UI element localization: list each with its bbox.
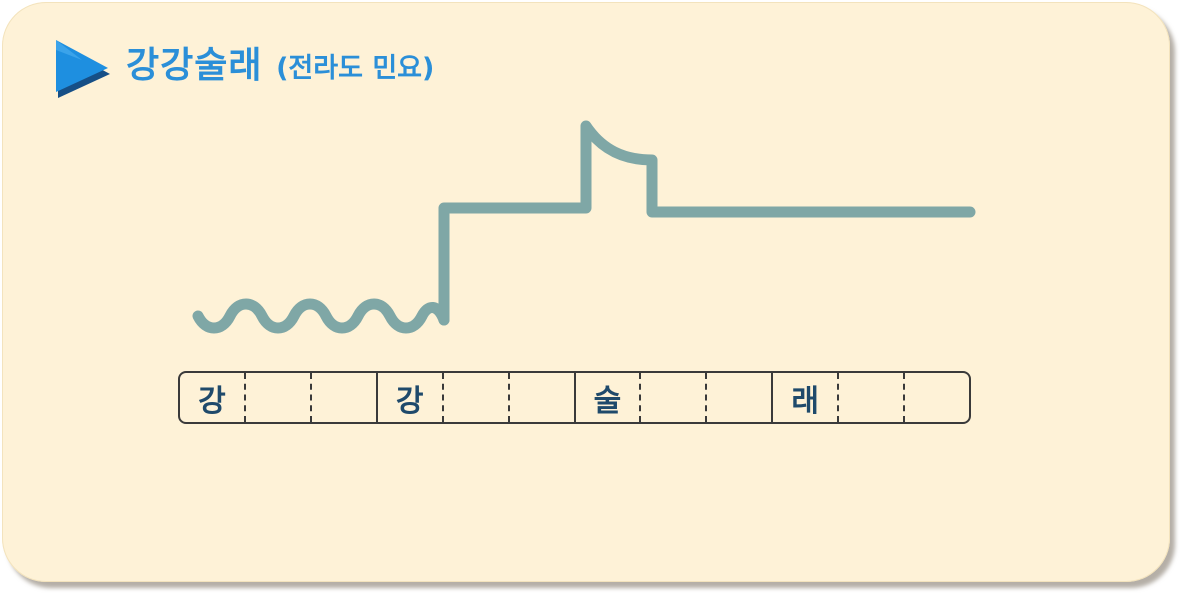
beat-cell: 강 bbox=[180, 373, 244, 422]
beat-cell bbox=[243, 373, 310, 422]
beat-cell bbox=[441, 373, 508, 422]
syllable-label: 술 bbox=[593, 383, 622, 419]
beat-group: 래 bbox=[771, 373, 969, 422]
syllable-label: 래 bbox=[791, 383, 820, 419]
song-origin: (전라도 민요) bbox=[276, 53, 435, 84]
beat-group: 강 bbox=[375, 373, 574, 422]
beat-group: 강 bbox=[180, 373, 376, 422]
play-triangle-icon bbox=[56, 40, 110, 98]
beat-cell bbox=[903, 373, 969, 422]
syllable-label: 강 bbox=[395, 383, 424, 419]
beat-cell: 술 bbox=[576, 373, 640, 422]
beat-group: 술 bbox=[573, 373, 772, 422]
beat-cell bbox=[507, 373, 574, 422]
beat-grid: 강 강 술 래 bbox=[178, 371, 971, 424]
beat-cell bbox=[837, 373, 903, 422]
page-title: 강강술래 (전라도 민요) bbox=[126, 36, 434, 96]
beat-cell: 강 bbox=[378, 373, 442, 422]
beat-cell bbox=[705, 373, 771, 422]
song-title: 강강술래 bbox=[126, 45, 263, 86]
melody-wavy-segment bbox=[192, 298, 450, 334]
beat-cell: 래 bbox=[773, 373, 837, 422]
melody-step-segment bbox=[438, 120, 976, 326]
beat-cell bbox=[309, 373, 376, 422]
syllable-label: 강 bbox=[198, 383, 226, 419]
beat-cell bbox=[639, 373, 705, 422]
content-card: 강강술래 (전라도 민요) bbox=[2, 2, 1170, 582]
melody-contour bbox=[192, 120, 976, 334]
